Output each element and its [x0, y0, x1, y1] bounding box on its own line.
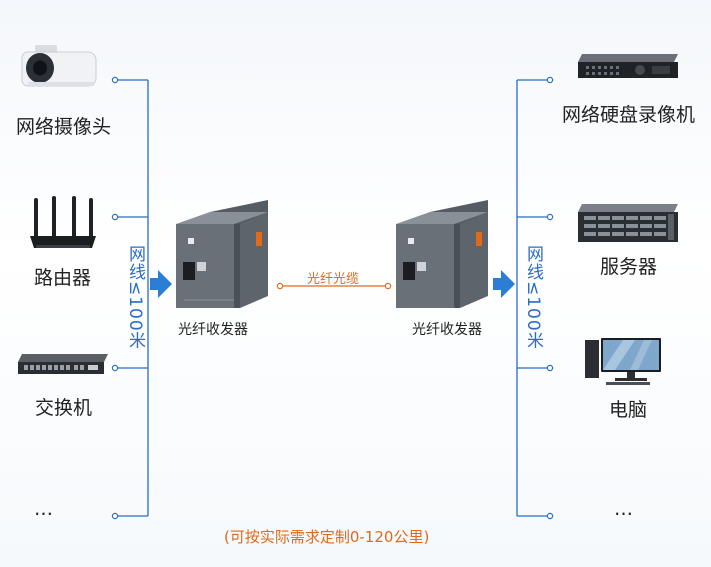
right-cable-label: 网线≤100米	[523, 245, 543, 350]
right-node-4	[546, 512, 554, 520]
device-label-router: 路由器	[34, 267, 92, 289]
right-node-3	[546, 364, 554, 372]
transceiver-left-label: 光纤收发器	[178, 322, 248, 338]
fiber-label: 光纤光缆	[307, 272, 360, 287]
left-node-4	[111, 512, 119, 520]
left-arrow-icon	[150, 270, 172, 298]
fiber-transceiver-right	[396, 200, 488, 308]
device-label-computer: 电脑	[609, 399, 648, 421]
nvr-icon	[578, 54, 678, 78]
device-label-server: 服务器	[600, 256, 658, 278]
left-cable-label: 网线≤100米	[125, 245, 145, 350]
left-node-1	[111, 76, 119, 84]
right-bus	[516, 79, 550, 517]
device-label-ip-camera: 网络摄像头	[16, 116, 112, 138]
device-label-nvr: 网络硬盘录像机	[562, 104, 696, 126]
right-node-2	[546, 213, 554, 221]
fiber-transceiver-left	[176, 200, 268, 308]
fiber-link	[276, 282, 392, 290]
left-node-2	[111, 213, 119, 221]
rack-server-icon	[578, 204, 678, 242]
device-label-more-right: …	[614, 498, 633, 520]
left-bus	[115, 79, 149, 517]
left-node-3	[111, 364, 119, 372]
transceiver-right-label: 光纤收发器	[412, 322, 482, 338]
device-label-more-left: …	[34, 498, 53, 520]
device-label-switch: 交换机	[35, 397, 93, 419]
ip-camera-icon	[21, 45, 97, 87]
network-switch-icon	[18, 354, 108, 374]
right-arrow-icon	[493, 270, 515, 298]
desktop-computer-icon	[585, 338, 661, 385]
footnote: (可按实际需求定制0-120公里)	[224, 528, 430, 546]
wifi-router-icon	[30, 196, 96, 248]
right-node-1	[546, 76, 554, 84]
